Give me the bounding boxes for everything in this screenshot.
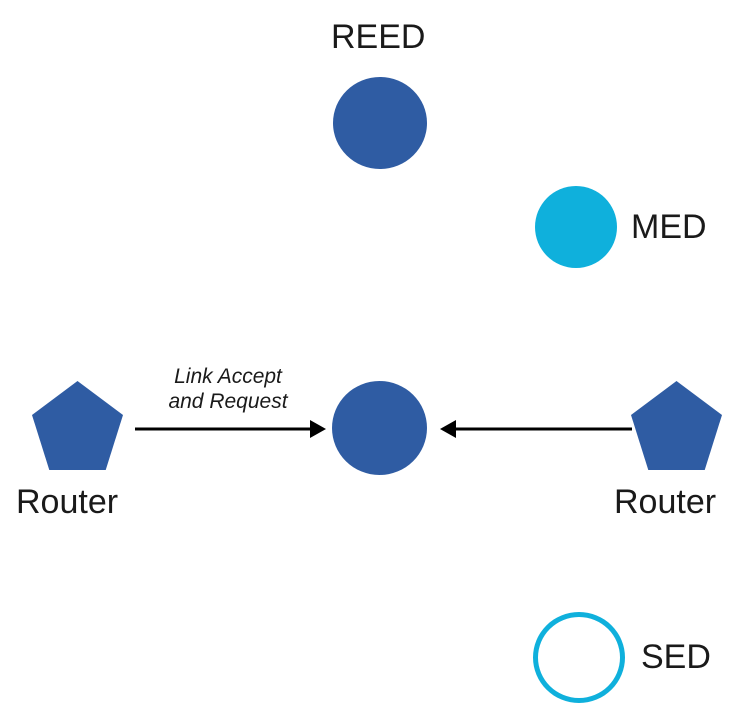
sed-label: SED xyxy=(641,638,711,676)
router-right-label: Router xyxy=(614,483,717,521)
edge-left-label: Link Accept and Request xyxy=(168,365,288,413)
router-left-node[interactable] xyxy=(32,381,123,470)
router-right-node[interactable] xyxy=(631,381,722,470)
edge-right-arrow xyxy=(440,420,632,438)
reed-label: REED xyxy=(331,18,426,56)
sed-node[interactable] xyxy=(533,612,625,703)
med-label: MED xyxy=(631,208,707,246)
router-center-node[interactable] xyxy=(332,381,427,475)
router-left-label: Router xyxy=(16,483,119,521)
med-node[interactable] xyxy=(535,186,617,268)
edge-left-arrow xyxy=(135,420,326,438)
reed-node[interactable] xyxy=(333,77,427,169)
